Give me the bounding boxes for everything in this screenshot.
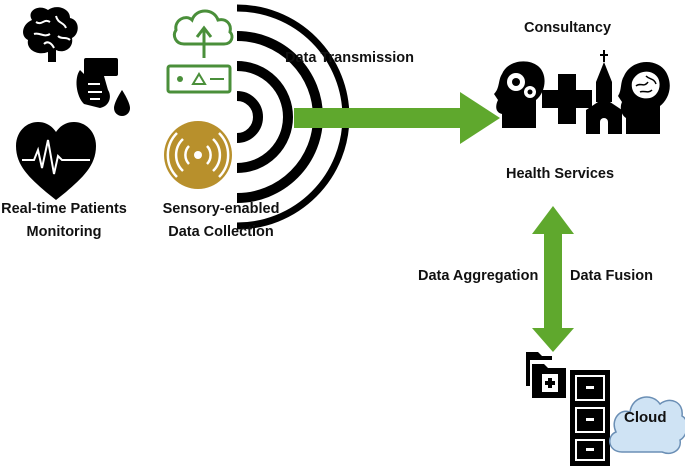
aggregation-label: Data Aggregation xyxy=(418,268,539,284)
finger-prick-icon xyxy=(76,58,130,116)
head-gears-icon xyxy=(494,61,545,129)
cloud-icon xyxy=(609,396,685,454)
heart-ecg-icon xyxy=(16,122,96,200)
file-cabinet-icon xyxy=(570,370,610,466)
monitoring-label: Real-time Patients Monitoring xyxy=(0,201,128,241)
medical-folder-icon xyxy=(526,352,566,398)
monitoring-label-line2: Monitoring xyxy=(26,224,102,240)
fusion-label: Data Fusion xyxy=(570,268,653,284)
brain-icon xyxy=(23,7,78,63)
health-services-label: Health Services xyxy=(506,166,615,182)
transmission-label: Data Transmission xyxy=(285,50,414,66)
collection-label-line1: Sensory-enabled xyxy=(162,201,280,217)
transmission-arrow xyxy=(294,92,500,144)
consultancy-label: Consultancy xyxy=(524,20,612,36)
church-icon xyxy=(586,50,622,134)
monitoring-label-line1: Real-time Patients xyxy=(1,201,127,217)
medical-cross-icon xyxy=(542,74,592,124)
aggregation-fusion-arrow xyxy=(532,206,574,352)
collection-label-line2: Data Collection xyxy=(168,224,274,240)
cloud-label: Cloud xyxy=(624,409,667,426)
sensor-icon xyxy=(164,121,232,189)
collection-label: Sensory-enabled Data Collection xyxy=(160,201,282,241)
router-cloud-upload-icon xyxy=(166,9,234,94)
head-brain-icon xyxy=(618,61,670,134)
